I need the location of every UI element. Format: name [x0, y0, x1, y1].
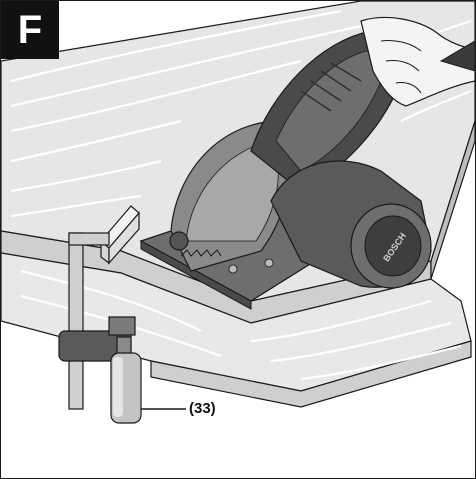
screw-clamp: [58, 232, 142, 424]
operator-hand: [360, 16, 475, 107]
board-lower-edge: [150, 340, 472, 408]
clamp-screw: [116, 336, 132, 356]
circular-saw: BOSCH: [139, 30, 432, 310]
callout-label-33: (33): [189, 400, 216, 417]
handle-grip-texture: [300, 62, 362, 112]
clamp-bar: [68, 232, 84, 410]
board-side-edge: [430, 120, 475, 280]
depth-adjust-knob: [169, 231, 189, 251]
wood-grain: [10, 9, 472, 381]
saw-blade: [180, 249, 222, 257]
figure-letter-badge: F: [1, 1, 59, 59]
figure-letter: F: [17, 8, 43, 52]
guide-rail: [100, 205, 140, 265]
